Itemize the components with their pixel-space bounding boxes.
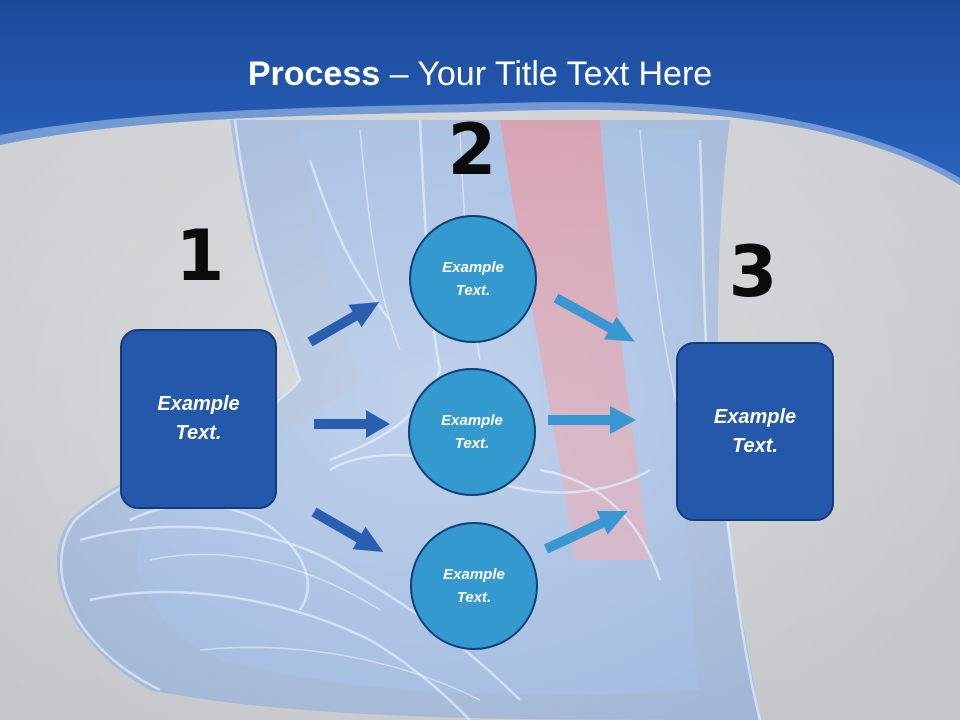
title-bold: Process (247, 55, 381, 93)
title-rest: – Your Title Text Here (380, 55, 713, 93)
header-band (0, 0, 960, 185)
step-1-box-text: Example Text. (157, 393, 240, 444)
step-2-circle-middle: Example Text. (408, 368, 536, 496)
step-3-box-text: Example Text. (713, 405, 797, 457)
step-number-3: 3 (728, 231, 778, 313)
step-3-box: Example Text. (676, 342, 834, 521)
step-number-2: 2 (447, 109, 497, 191)
circle-middle-text: Example Text. (441, 412, 503, 452)
step-2-circle-top: Example Text. (409, 215, 537, 343)
circle-bottom-text: Example Text. (443, 566, 505, 606)
step-number-1: 1 (175, 215, 225, 297)
circle-top-text: Example Text. (442, 259, 504, 299)
slide-title: Process – Your Title Text Here (0, 52, 960, 96)
step-1-box: Example Text. (120, 329, 277, 509)
step-2-circle-bottom: Example Text. (410, 522, 538, 650)
